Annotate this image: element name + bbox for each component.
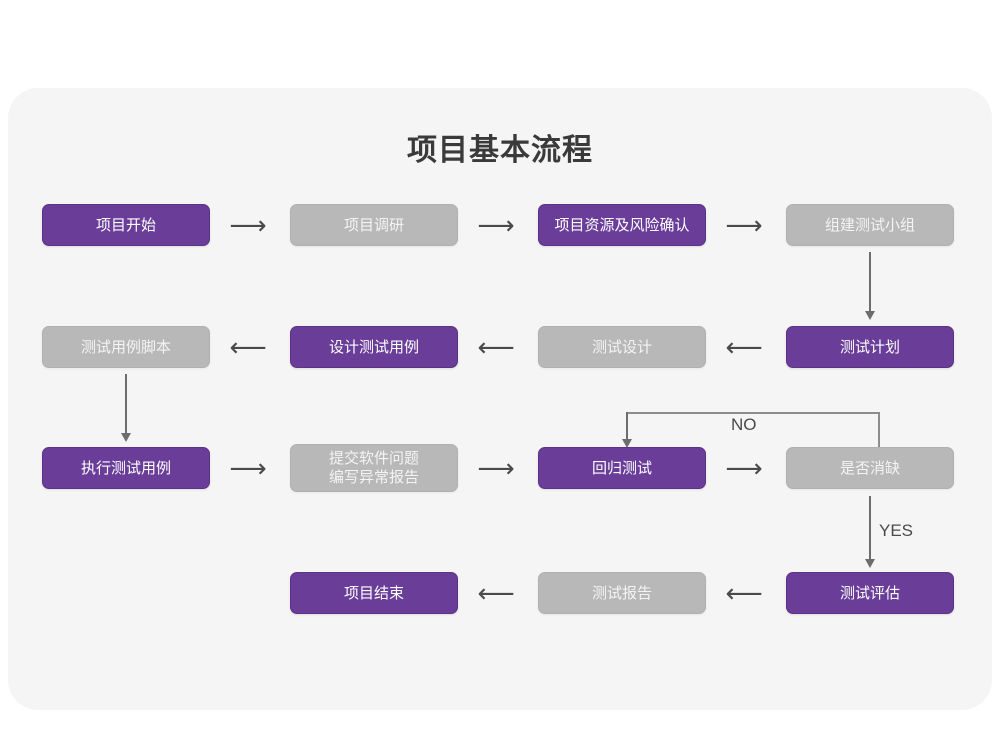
- node-label: 设计测试用例: [328, 338, 419, 356]
- loop-no-top-segment: [626, 412, 880, 414]
- node-test-plan[interactable]: 测试计划: [786, 326, 954, 368]
- edge-label-no: NO: [731, 415, 757, 434]
- edge-label-yes: YES: [879, 521, 914, 540]
- arrow-right-r3c2: ⟶: [477, 453, 515, 483]
- node-test-design[interactable]: 测试设计: [538, 326, 706, 368]
- node-execute-test-case[interactable]: 执行测试用例: [42, 447, 210, 489]
- arrow-down-defect-to-evaluation: [864, 496, 876, 568]
- node-design-test-case[interactable]: 设计测试用例: [290, 326, 458, 368]
- node-defect-cleared[interactable]: 是否消缺: [786, 447, 954, 489]
- node-project-research[interactable]: 项目调研: [290, 204, 458, 246]
- node-label: 提交软件问题 编写异常报告: [328, 450, 419, 486]
- arrow-left-r2c1: ⟵: [229, 332, 267, 362]
- node-label: 测试计划: [839, 338, 900, 356]
- arrow-down-script-to-execute: [120, 374, 132, 442]
- node-test-report[interactable]: 测试报告: [538, 572, 706, 614]
- arrow-left-r2c2: ⟵: [477, 332, 515, 362]
- node-label: 组建测试小组: [824, 216, 915, 234]
- node-submit-issue-report[interactable]: 提交软件问题 编写异常报告: [290, 444, 458, 492]
- node-label: 项目调研: [343, 216, 404, 234]
- arrow-left-r4c2: ⟵: [725, 578, 763, 608]
- node-label: 回归测试: [591, 459, 652, 477]
- node-project-end[interactable]: 项目结束: [290, 572, 458, 614]
- node-label: 项目资源及风险确认: [554, 216, 690, 234]
- node-test-evaluation[interactable]: 测试评估: [786, 572, 954, 614]
- node-label: 项目开始: [95, 216, 156, 234]
- node-label: 执行测试用例: [80, 459, 171, 477]
- node-resource-risk-confirm[interactable]: 项目资源及风险确认: [538, 204, 706, 246]
- node-build-test-team[interactable]: 组建测试小组: [786, 204, 954, 246]
- arrow-left-r4c1: ⟵: [477, 578, 515, 608]
- arrow-right-r1c2: ⟶: [477, 210, 515, 240]
- arrow-down-team-to-plan: [864, 252, 876, 320]
- node-test-case-script[interactable]: 测试用例脚本: [42, 326, 210, 368]
- loop-no-arrow-down: [621, 412, 633, 448]
- flowchart-card: [8, 88, 992, 710]
- node-label: 测试报告: [591, 584, 652, 602]
- arrow-right-r3c1: ⟶: [229, 453, 267, 483]
- node-label: 项目结束: [343, 584, 404, 602]
- arrow-right-r3c3: ⟶: [725, 453, 763, 483]
- loop-no-right-segment: [878, 412, 880, 448]
- node-label: 测试评估: [839, 584, 900, 602]
- arrow-right-r1c3: ⟶: [725, 210, 763, 240]
- arrow-right-r1c1: ⟶: [229, 210, 267, 240]
- page-title: 项目基本流程: [407, 134, 593, 167]
- node-project-start[interactable]: 项目开始: [42, 204, 210, 246]
- node-label: 测试设计: [591, 338, 652, 356]
- node-label: 测试用例脚本: [80, 338, 171, 356]
- node-regression-test[interactable]: 回归测试: [538, 447, 706, 489]
- arrow-left-r2c3: ⟵: [725, 332, 763, 362]
- node-label: 是否消缺: [839, 459, 900, 477]
